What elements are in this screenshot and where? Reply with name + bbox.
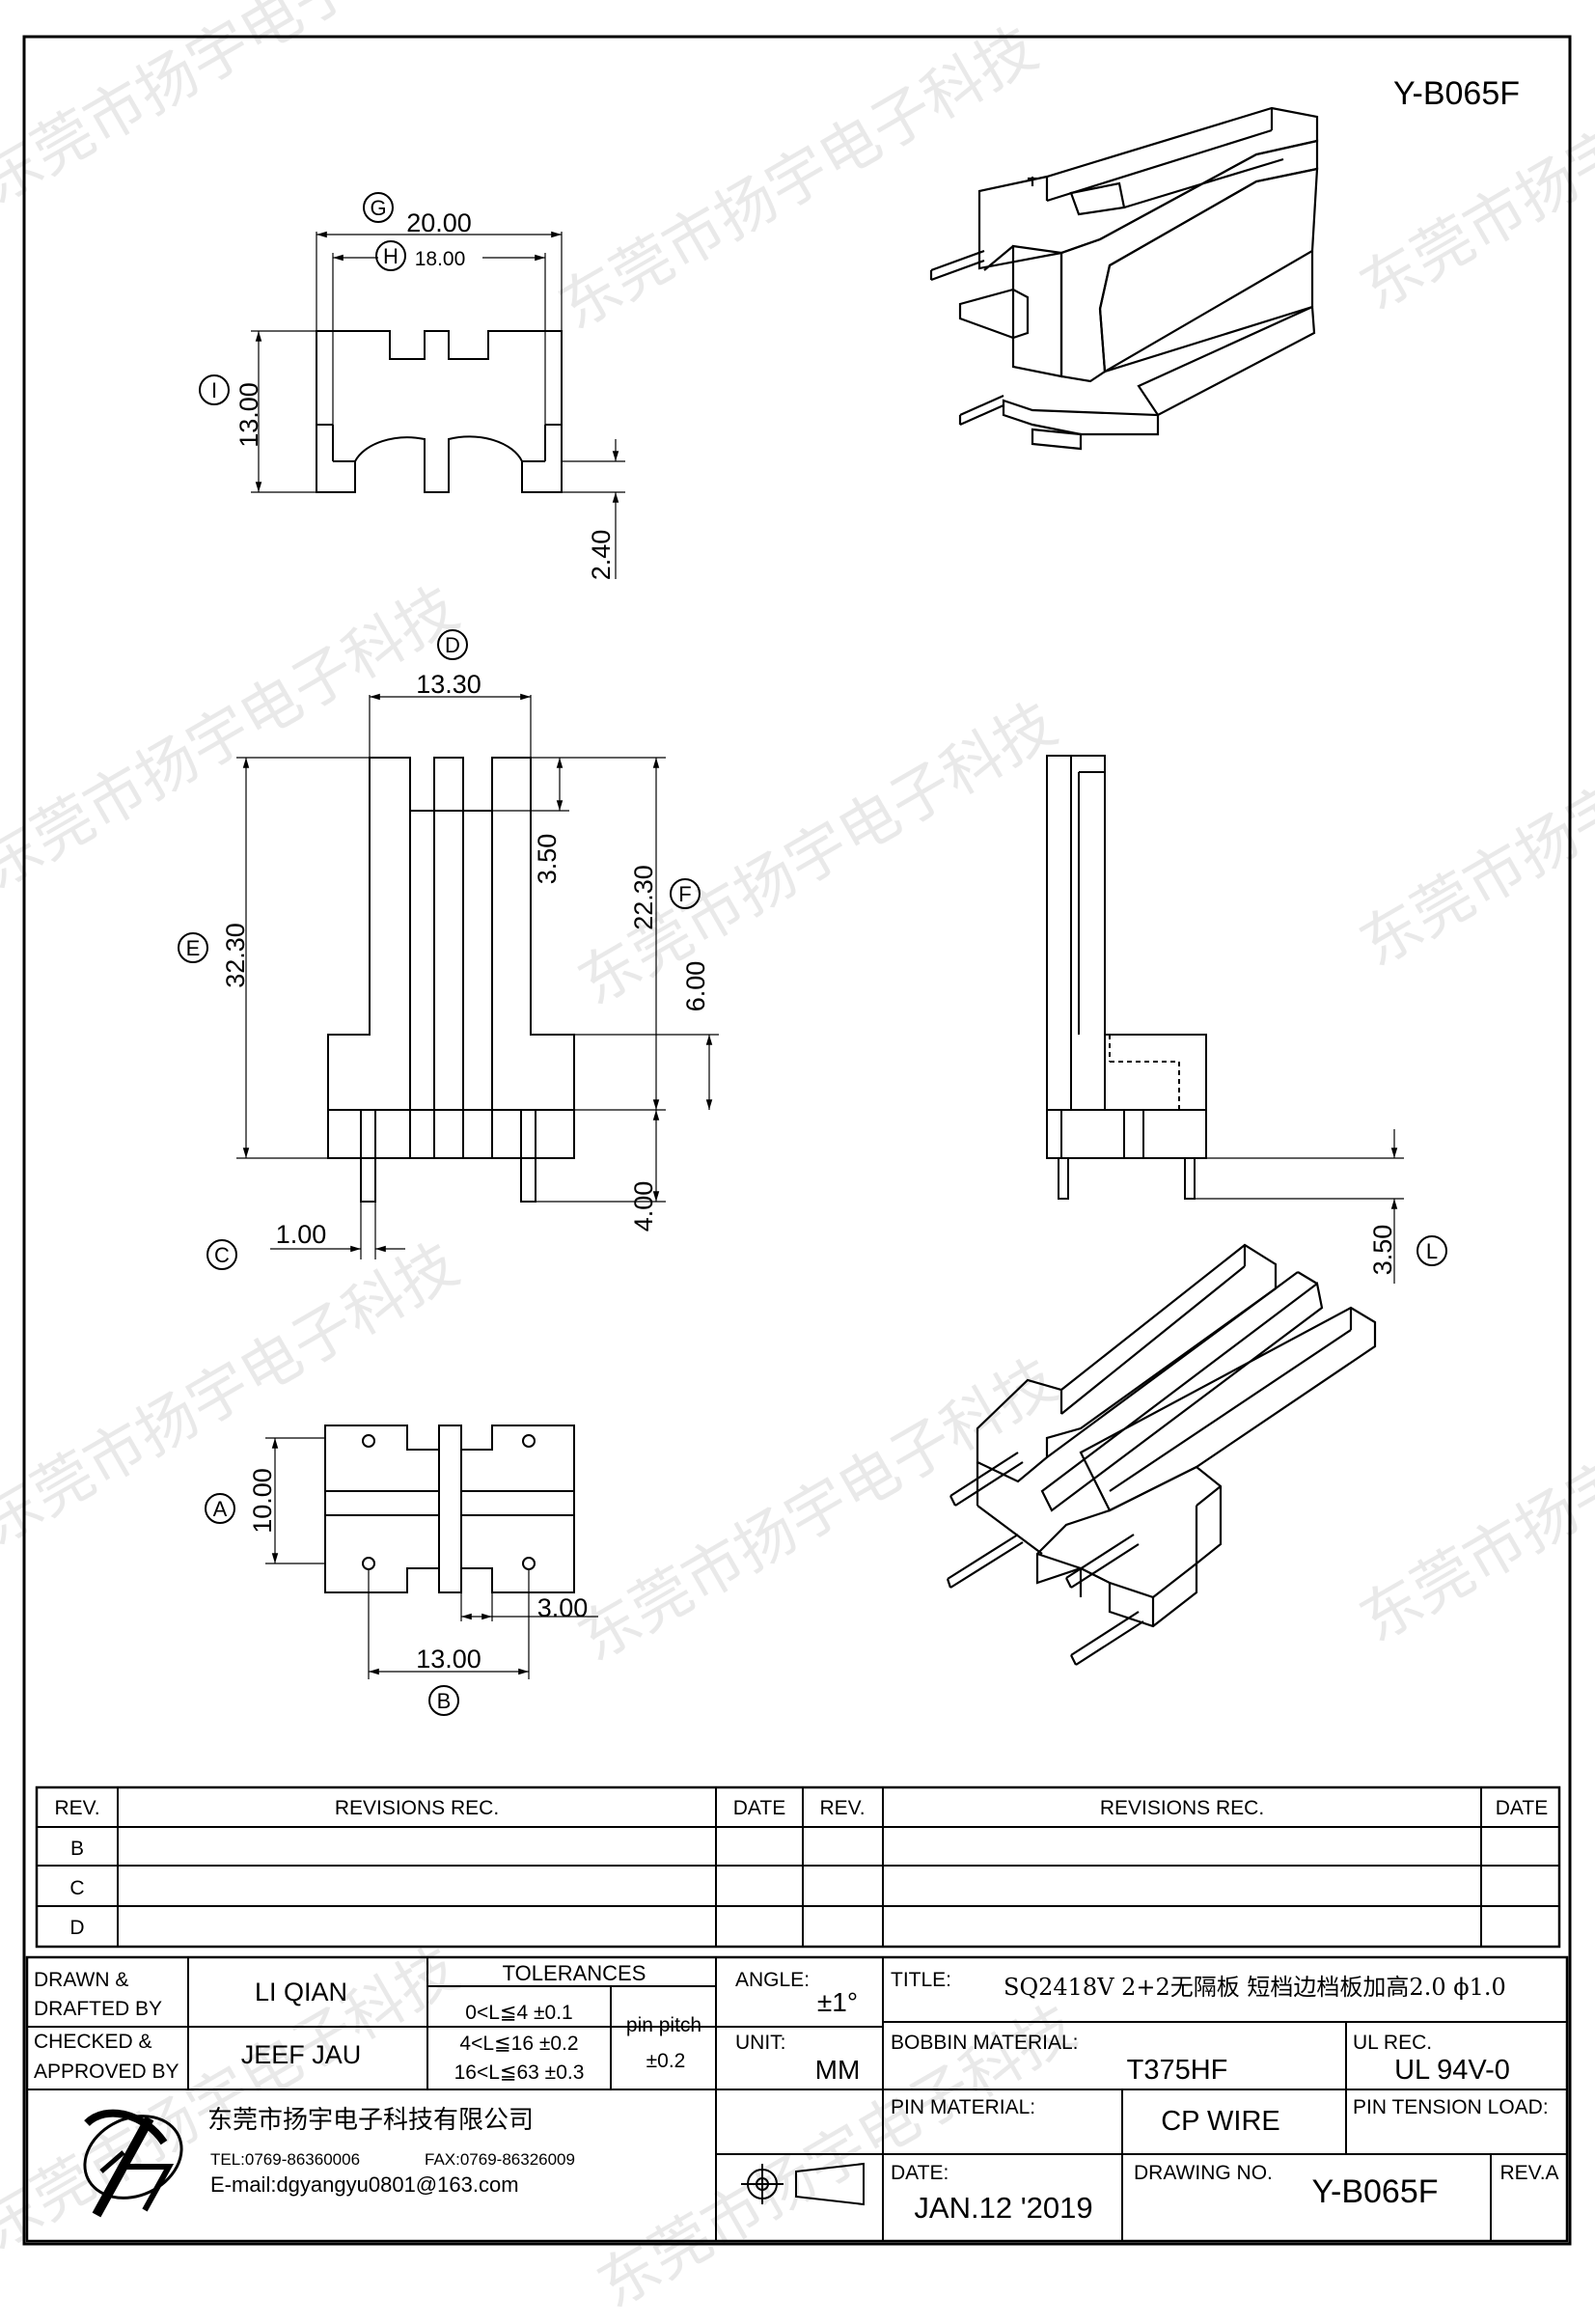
drawing-no-value: Y-B065F [1311,2173,1438,2210]
dim-label-H: H [383,244,399,268]
drawn-by-name: LI QIAN [255,1978,347,2006]
projection-symbol-icon [741,2162,865,2206]
dim-label-A: A [213,1497,228,1521]
ul-rec-label: UL REC. [1353,2032,1432,2054]
drawing-id-label: Y-B065F [1393,75,1520,112]
bottom-view: 10.00 A 3.00 13.00 B [205,1425,598,1716]
dim-top-width: 20.00 [406,208,472,237]
company-tel: TEL:0769-86360006 [210,2150,360,2169]
pin-pitch-label: pin pitch [626,2014,701,2036]
dim-label-E: E [186,936,201,960]
dim-front-top-offset: 3.50 [533,834,562,885]
dim-front-pin-diameter: 1.00 [276,1220,327,1249]
pin-material-label: PIN MATERIAL: [891,2096,1035,2118]
rev-header-2: REV. [819,1797,865,1819]
rev-row-b: B [70,1838,84,1860]
dim-bottom-pitch: 13.00 [416,1645,481,1674]
ul-rec-value: UL 94V-0 [1394,2055,1510,2086]
tolerance-2: 4<L≦16 ±0.2 [459,2033,578,2055]
date-label: DATE: [891,2162,949,2184]
dim-front-width: 13.30 [416,670,481,699]
angle-value: ±1° [817,1987,858,2017]
company-email: E-mail:dgyangyu0801@163.com [210,2172,519,2197]
dim-label-F: F [678,882,691,906]
pin-pitch-value: ±0.2 [646,2050,686,2072]
drawn-by-label: DRAWN & [34,1969,128,1991]
company-logo-icon [83,2109,183,2218]
pin-tension-label: PIN TENSION LOAD: [1353,2096,1549,2118]
date-header-2: DATE [1496,1797,1548,1819]
dim-top-inner-width: 18.00 [415,248,466,270]
drafted-by-label: DRAFTED BY [34,1998,162,2020]
dim-top-height: 13.00 [234,382,263,448]
tolerances-label: TOLERANCES [503,1961,646,1985]
company-name: 东莞市扬宇电子科技有限公司 [207,2106,534,2135]
pin-material-value: CP WIRE [1161,2106,1280,2137]
tolerance-3: 16<L≦63 ±0.3 [454,2061,585,2084]
front-view: 13.30 D 32.30 E 3.50 22.30 F 6.00 4.00 1… [178,629,719,1270]
checked-by-name: JEEF JAU [241,2040,362,2069]
top-view: G 20.00 H 18.00 13.00 I 2.40 [199,192,625,581]
dim-bottom-depth: 10.00 [248,1468,277,1534]
revision-table: REV. REVISIONS REC. DATE REV. REVISIONS … [35,1785,1561,1949]
dim-label-G: G [370,196,386,220]
rec-header: REVISIONS REC. [335,1797,499,1819]
rev-label: REV.A [1499,2162,1558,2184]
rev-row-d: D [69,1917,84,1939]
company-fax: FAX:0769-86326009 [425,2150,575,2169]
dim-front-base-height: 6.00 [681,961,710,1012]
iso-view-lower [946,1243,1377,1666]
dim-label-I: I [211,378,217,402]
dim-side-pin-length: 3.50 [1368,1225,1397,1276]
dim-label-B: B [437,1689,452,1713]
unit-value: MM [815,2055,861,2085]
date-value: JAN.12 '2019 [914,2191,1092,2225]
angle-label: ANGLE: [735,1969,810,1991]
rev-header: REV. [54,1797,99,1819]
dim-front-pin-length: 4.00 [629,1181,658,1232]
title-value: SQ2418V 2+2无隔板 短档边档板加高2.0 ϕ1.0 [1004,1974,1506,2001]
bobbin-material-label: BOBBIN MATERIAL: [891,2032,1079,2054]
dim-label-C: C [214,1243,230,1267]
drawing-no-label: DRAWING NO. [1134,2162,1273,2184]
bobbin-material-value: T375HF [1127,2055,1228,2086]
title-label: TITLE: [891,1969,951,1991]
rev-row-c: C [69,1877,84,1899]
dim-label-L: L [1426,1239,1438,1263]
dim-bottom-slot: 3.00 [537,1593,589,1622]
dim-front-rail-height: 22.30 [629,865,658,930]
approved-by-label: APPROVED BY [34,2061,179,2083]
dim-top-pin-gap: 2.40 [587,530,616,581]
checked-by-label: CHECKED & [34,2031,152,2053]
dim-front-total-height: 32.30 [221,923,250,988]
rec-header-2: REVISIONS REC. [1100,1797,1264,1819]
iso-view-upper [929,106,1319,451]
unit-label: UNIT: [735,2032,786,2054]
drawing-sheet: Y-B065F G 20.00 H 18.00 13.00 I 2.40 [22,35,1572,2246]
date-header: DATE [733,1797,785,1819]
side-view: 3.50 L [1046,755,1447,1284]
tolerance-1: 0<L≦4 ±0.1 [465,2002,572,2024]
sheet-border [22,35,1572,2246]
dim-label-D: D [445,633,460,657]
title-block: DRAWN & DRAFTED BY LI QIAN CHECKED & APP… [25,1955,1569,2243]
